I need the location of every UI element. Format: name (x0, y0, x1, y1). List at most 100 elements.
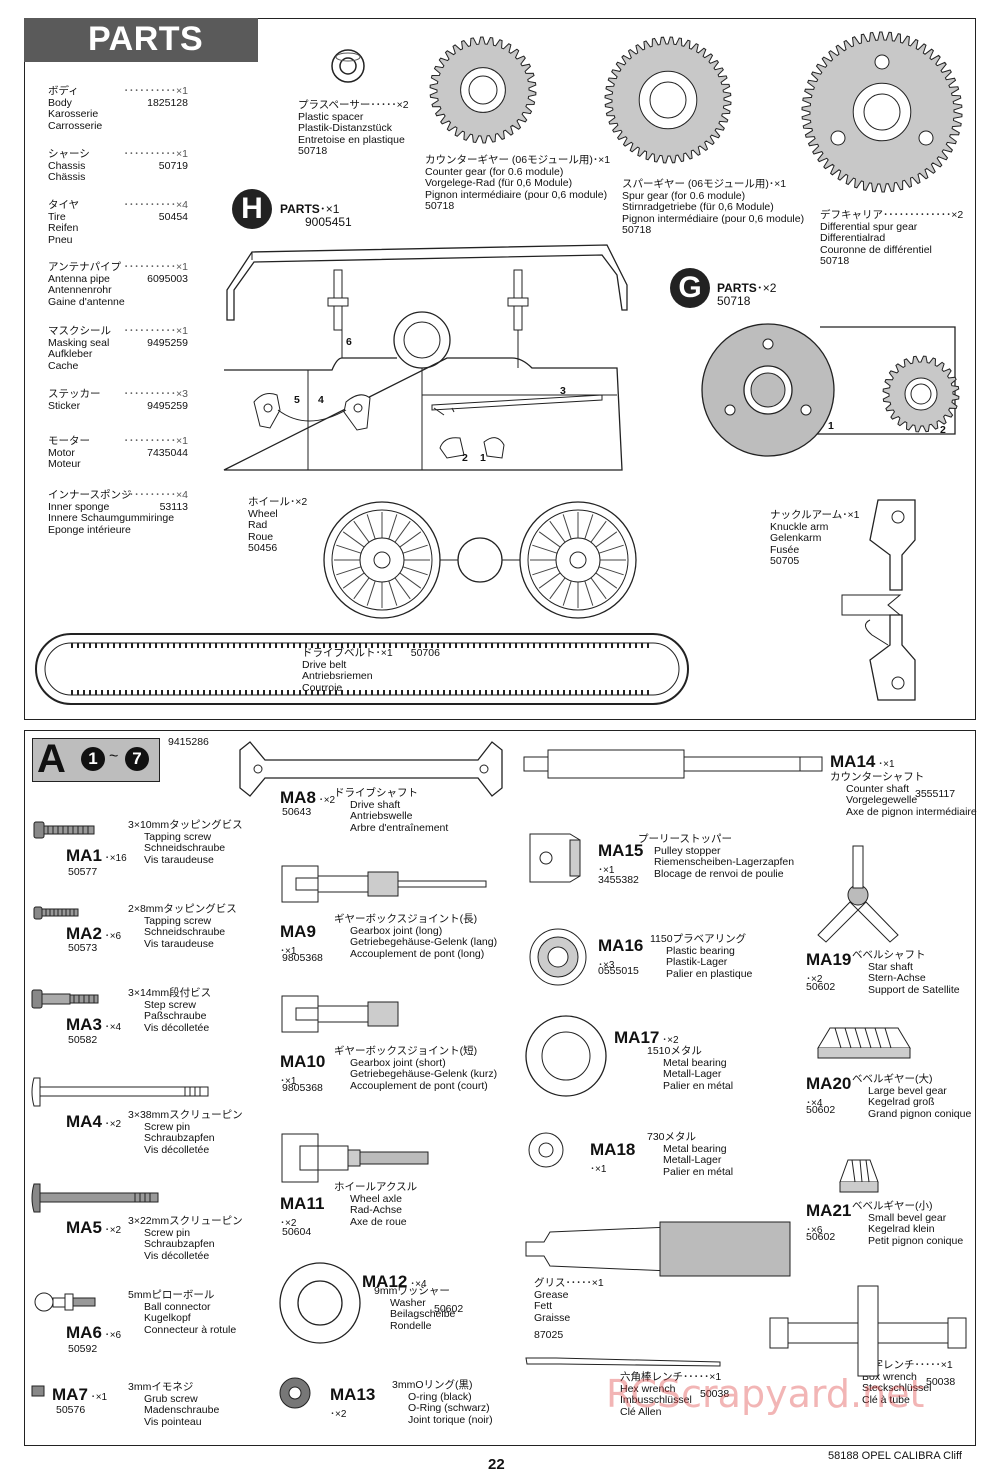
parts-header: PARTS (24, 18, 258, 62)
tree-num-2: 2 (462, 452, 468, 464)
step-7-badge: 7 (125, 747, 149, 771)
ma15-pulley-stopper-icon (529, 833, 581, 883)
part-id-ma4: MA4 ･×2 (66, 1112, 122, 1131)
part-desc-ma13: 3mmOリング(黒)O-ring (black)O-Ring (schwarz)… (392, 1379, 493, 1426)
diff-gear-label: デフキャリア･････････････×2 Differential spur … (820, 209, 964, 267)
part-code-ma10: 9805368 (282, 1082, 323, 1094)
ma12-washer-icon (279, 1262, 361, 1344)
part-code-ma3: 50582 (68, 1034, 98, 1046)
ma6-ball-connector-icon (34, 1292, 96, 1312)
parts-h-label: PARTS･×1 9005451 (280, 202, 352, 229)
part-code-ma8: 50643 (282, 806, 312, 818)
part-code-ma7: 50576 (56, 1404, 86, 1416)
ma20-large-bevel-gear-icon (817, 1027, 911, 1059)
part-code-hex: 50038 (700, 1388, 730, 1400)
part-code-ma6: 50592 (68, 1343, 98, 1355)
part-id-ma21: MA21･×6 (806, 1201, 852, 1236)
part-code-ma15: 3455382 (598, 874, 639, 886)
part-id-ma11: MA11･×2 (280, 1194, 325, 1229)
step-1-badge: 1 (81, 747, 105, 771)
part-code-cross: 50038 (926, 1376, 956, 1388)
ma13-o-ring-icon (279, 1377, 311, 1409)
part-desc-ma9: ギヤーボックスジョイント(長)Gearbox joint (long)Getri… (334, 913, 498, 960)
wheels-illustration (323, 501, 637, 619)
drive-belt-illustration (35, 633, 689, 705)
ma14-counter-shaft-icon (523, 749, 823, 779)
part-code-ma1: 50577 (68, 866, 98, 878)
parts-tree-h-illustration (223, 244, 628, 471)
part-code-ma11: 50604 (282, 1226, 312, 1238)
spur-gear-label: スパーギヤー (06モジュール用)･×1 Spur gear (for 0.6 … (622, 178, 805, 236)
ma2-screw-icon (33, 906, 79, 920)
watermark: RCScrapyard.net (606, 1372, 925, 1416)
counter-gear-illustration (429, 36, 537, 144)
part-id-ma5: MA5 ･×2 (66, 1218, 122, 1237)
ma7-grub-screw-icon (31, 1385, 45, 1397)
bag-code: 9415286 (168, 736, 209, 748)
part-id-ma3: MA3 ･×4 (66, 1015, 122, 1034)
part-code-ma16: 0555015 (598, 965, 639, 977)
part-id-ma8: MA8 ･×2 (280, 788, 336, 807)
part-code-ma12: 50602 (434, 1303, 464, 1315)
ma4-screw-pin-icon (31, 1077, 209, 1107)
part-code-ma20: 50602 (806, 1104, 836, 1116)
knuckle-arm-illustration (841, 499, 916, 701)
part-desc-ma10: ギヤーボックスジョイント(短)Gearbox joint (short)Getr… (334, 1045, 498, 1092)
counter-gear-label: カウンターギヤー (06モジュール用)･×1 Counter gear (for… (425, 154, 611, 212)
part-id-ma1: MA1 ･×16 (66, 846, 127, 865)
spacer-label: プラスペーサー･････×2 Plastic spacer Plastik-Di… (298, 99, 409, 157)
parts-tree-g-illustration (701, 323, 960, 457)
grease-tube-icon (525, 1221, 791, 1277)
parts-g-badge: G (670, 268, 710, 308)
g-num-2: 2 (940, 424, 946, 436)
differential-gear-illustration (801, 31, 963, 193)
part-id-ma6: MA6 ･×6 (66, 1323, 122, 1342)
parts-panel (24, 18, 976, 720)
bag-letter: A (37, 737, 66, 781)
part-id-ma10: MA10･×1 (280, 1052, 326, 1087)
part-code-ma21: 50602 (806, 1231, 836, 1243)
part-code-ma2: 50573 (68, 942, 98, 954)
parts-g-label: PARTS･×2 50718 (717, 281, 777, 308)
part-id-ma15: MA15･×1 (598, 841, 644, 876)
spur-gear-illustration (604, 36, 732, 164)
cross-wrench-icon (769, 1285, 967, 1377)
ma11-wheel-axle-icon (281, 1133, 429, 1183)
ma19-star-shaft-icon (817, 845, 899, 943)
tree-num-1: 1 (480, 452, 486, 464)
ma21-small-bevel-gear-icon (839, 1159, 879, 1193)
ma18-metal-bearing-icon (528, 1132, 564, 1168)
g-num-1: 1 (828, 420, 834, 432)
wheel-label: ホイール･×2 Wheel Rad Roue 50456 (248, 496, 308, 554)
hex-wrench-icon (525, 1357, 721, 1367)
page-title: PARTS (88, 20, 204, 58)
part-id-ma17: MA17 ･×2 (614, 1028, 679, 1047)
tree-num-5: 5 (294, 394, 300, 406)
part-id-ma13: MA13･×2 (330, 1385, 376, 1420)
ma5-screw-pin-icon (31, 1183, 159, 1213)
part-id-ma7: MA7 ･×1 (52, 1385, 108, 1404)
